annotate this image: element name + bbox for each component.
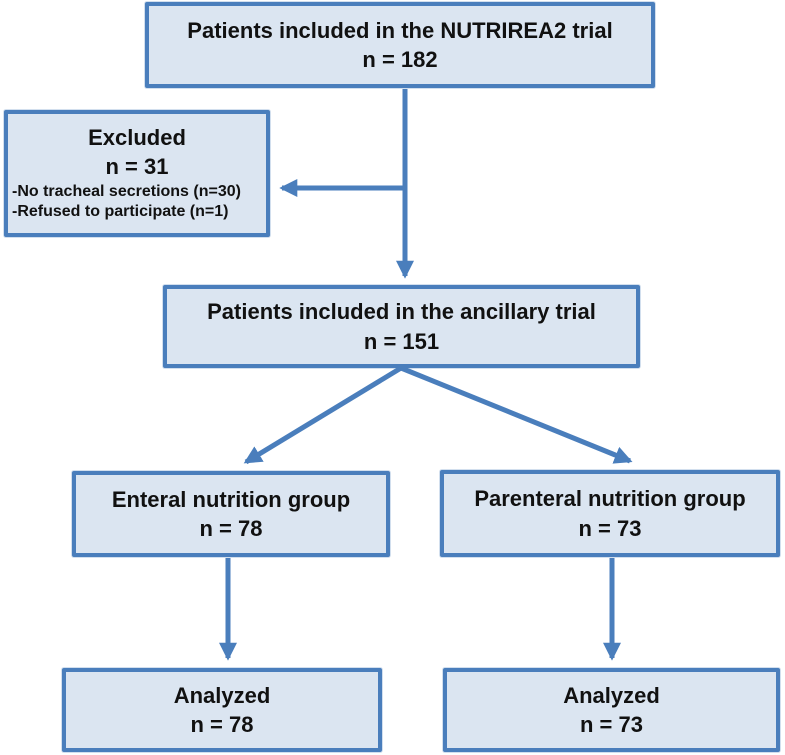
- node-label: Analyzed: [563, 682, 660, 708]
- node-analyzed-parenteral: Analyzed n = 73: [443, 668, 780, 752]
- node-ancillary-trial: Patients included in the ancillary trial…: [163, 285, 640, 368]
- node-count: n = 73: [578, 515, 642, 541]
- excluded-reason-1: -No tracheal secretions (n=30): [12, 183, 241, 201]
- node-count: n = 73: [580, 712, 643, 737]
- node-nutrirea2-trial: Patients included in the NUTRIREA2 trial…: [145, 2, 655, 88]
- node-label: Patients included in the ancillary trial: [207, 299, 596, 325]
- arrow-ancillary-to-parenteral: [400, 365, 633, 464]
- node-label: Parenteral nutrition group: [474, 486, 746, 512]
- node-count: n = 151: [363, 328, 440, 354]
- node-count: n = 78: [190, 712, 254, 737]
- node-excluded: Excluded n = 31 -No tracheal secretions …: [4, 110, 270, 237]
- arrow-ancillary-to-enteral: [243, 365, 403, 465]
- node-label: Patients included in the NUTRIREA2 trial: [187, 17, 613, 43]
- node-parenteral-group: Parenteral nutrition group n = 73: [440, 470, 780, 557]
- node-analyzed-enteral: Analyzed n = 78: [62, 668, 382, 752]
- excluded-reason-2: -Refused to participate (n=1): [12, 203, 229, 221]
- node-label: Analyzed: [173, 682, 271, 708]
- excluded-reasons: -No tracheal secretions (n=30) -Refused …: [8, 181, 266, 224]
- node-count: n = 182: [362, 47, 438, 72]
- node-enteral-group: Enteral nutrition group n = 78: [72, 471, 390, 557]
- node-count: n = 31: [105, 154, 169, 179]
- node-label: Enteral nutrition group: [111, 486, 351, 512]
- node-count: n = 78: [199, 516, 263, 541]
- node-label: Excluded: [88, 124, 186, 150]
